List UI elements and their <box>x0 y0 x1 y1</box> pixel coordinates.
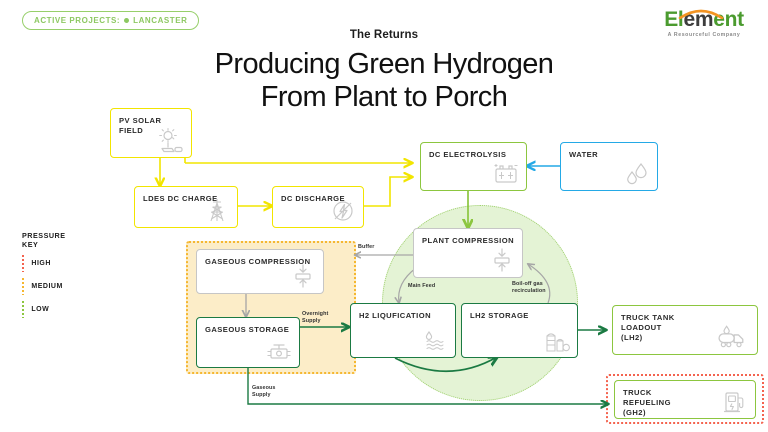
node-lh2-storage[interactable]: LH2 STORAGE <box>461 303 578 358</box>
node-label: GASEOUS STORAGE <box>205 325 290 334</box>
badge-project-name: LANCASTER <box>133 16 188 25</box>
node-label: LDES DC CHARGE <box>143 194 218 203</box>
node-truck-tank-loadout[interactable]: TRUCK TANK LOADOUT (LH2) <box>612 305 758 355</box>
logo-text-2: em <box>683 8 714 31</box>
node-truck-refueling[interactable]: TRUCK REFUELING (GH2) <box>614 380 756 419</box>
node-label: WATER <box>569 150 599 159</box>
flow-label-main-feed: Main Feed <box>408 283 436 289</box>
water-droplets-icon <box>627 163 647 185</box>
pressure-key-swatch-high <box>22 255 25 272</box>
compressor-icon <box>295 264 311 288</box>
logo-wordmark: Element <box>652 9 756 30</box>
node-gaseous-storage[interactable]: GASEOUS STORAGE <box>196 317 300 368</box>
fuel-pump-icon <box>723 392 744 413</box>
logo-text-3: ent <box>713 8 744 31</box>
pressure-key: PRESSURE KEY HIGH MEDIUM LOW <box>22 231 66 318</box>
tanker-truck-icon <box>718 325 744 348</box>
flow-label-overnight-supply: Overnight Supply <box>302 311 329 325</box>
logo-tagline: A Resourceful Company <box>667 32 741 38</box>
solar-panel-icon <box>159 127 183 153</box>
node-label: PLANT COMPRESSION <box>422 236 515 245</box>
flow-label-buffer: Buffer <box>358 244 375 250</box>
liquid-waves-icon <box>425 331 444 350</box>
page-title: Producing Green Hydrogen From Plant to P… <box>0 48 768 114</box>
logo-text-1: El <box>664 8 684 31</box>
eyebrow-title: The Returns <box>349 29 419 41</box>
pressure-key-heading: PRESSURE KEY <box>22 231 66 249</box>
node-pv-solar-field[interactable]: PV SOLAR FIELD <box>110 108 192 158</box>
pressure-key-row-high: HIGH <box>22 255 66 272</box>
node-dc-discharge[interactable]: DC DISCHARGE <box>272 186 364 228</box>
flow-label-gaseous-supply: Gaseous Supply <box>252 385 276 399</box>
badge-label: ACTIVE PROJECTS: <box>34 16 121 25</box>
pressure-key-swatch-medium <box>22 278 25 295</box>
pressure-key-label-medium: MEDIUM <box>31 283 63 290</box>
storage-tanks-icon <box>546 333 570 352</box>
logo-arc-icon <box>678 9 724 19</box>
node-label: GASEOUS COMPRESSION <box>205 257 311 266</box>
node-label: TRUCK REFUELING (GH2) <box>623 388 671 418</box>
node-dc-electrolysis[interactable]: DC ELECTROLYSIS <box>420 142 527 191</box>
pressure-key-row-low: LOW <box>22 301 66 318</box>
title-line-2: From Plant to Porch <box>260 80 508 113</box>
lightning-circle-icon <box>333 201 353 221</box>
node-water[interactable]: WATER <box>560 142 658 191</box>
node-label: TRUCK TANK LOADOUT (LH2) <box>621 313 675 343</box>
node-label: PV SOLAR FIELD <box>119 116 162 136</box>
gas-valve-icon <box>267 344 291 359</box>
node-label: H2 LIQUFICATION <box>359 311 431 320</box>
pressure-key-label-high: HIGH <box>31 260 51 267</box>
title-line-1: Producing Green Hydrogen <box>214 48 554 80</box>
node-gaseous-compression[interactable]: GASEOUS COMPRESSION <box>196 249 324 294</box>
flow-label-boil-off: Boil-off gas recirculation <box>512 281 546 295</box>
node-label: DC DISCHARGE <box>281 194 346 203</box>
node-label: LH2 STORAGE <box>470 311 529 320</box>
pressure-key-row-medium: MEDIUM <box>22 278 66 295</box>
compressor-icon <box>494 248 510 272</box>
node-label: DC ELECTROLYSIS <box>429 150 507 159</box>
element-logo: Element A Resourceful Company <box>652 9 756 38</box>
pressure-key-label-low: LOW <box>31 306 50 313</box>
project-status-dot <box>124 18 130 23</box>
active-projects-badge[interactable]: ACTIVE PROJECTS: LANCASTER <box>22 11 200 30</box>
node-plant-compression[interactable]: PLANT COMPRESSION <box>413 228 523 278</box>
electrolyser-icon <box>494 164 518 183</box>
node-ldes-dc-charge[interactable]: LDES DC CHARGE <box>134 186 238 228</box>
pressure-key-swatch-low <box>22 301 25 318</box>
power-tower-icon <box>210 199 224 222</box>
node-h2-liquefaction[interactable]: H2 LIQUFICATION <box>350 303 456 358</box>
